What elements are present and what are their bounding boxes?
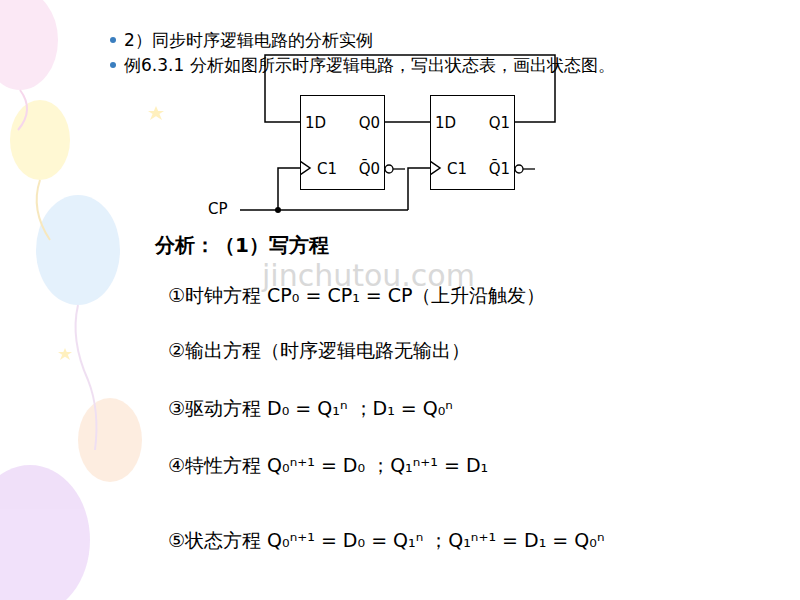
- junction-dot: [275, 207, 281, 213]
- bullet-heading: 2）同步时序逻辑电路的分析实例: [124, 29, 373, 52]
- pin-name: Q0: [359, 114, 380, 132]
- example-statement: 例6.3.1 分析如图所示时序逻辑电路，写出状态表，画出状态图。: [124, 54, 615, 77]
- star: [148, 106, 164, 120]
- output-stub: [393, 168, 405, 169]
- bullet: [110, 37, 116, 43]
- signal-wire: [385, 121, 430, 123]
- analysis-heading: 分析：（1）写方程: [155, 232, 329, 259]
- balloon-decoration: [0, 0, 164, 600]
- pin-name: Q̄0: [359, 160, 380, 178]
- balloon: [36, 195, 120, 305]
- pin-name: Q1: [489, 114, 510, 132]
- inversion-bubble: [385, 165, 393, 173]
- inverted-output: [384, 162, 406, 176]
- d-flip-flop: 1D Q0C1 Q̄0: [300, 95, 385, 190]
- pin-name: 1D: [435, 114, 456, 132]
- bullet: [110, 62, 116, 68]
- balloon: [0, 465, 90, 600]
- wire: [278, 168, 300, 210]
- star: [58, 348, 72, 360]
- wire: [408, 168, 430, 210]
- balloon: [78, 398, 142, 482]
- signal-name: CP: [208, 200, 228, 218]
- balloon: [10, 100, 70, 180]
- pin-name: Q̄1: [489, 160, 510, 178]
- pin-name: 1D: [305, 114, 326, 132]
- inversion-bubble: [515, 165, 523, 173]
- pin-name: C1: [317, 160, 337, 178]
- equation-line: ⑤状态方程 Q₀ⁿ⁺¹ = D₀ = Q₁ⁿ ；Q₁ⁿ⁺¹ = D₁ = Q₀ⁿ: [168, 528, 604, 554]
- clock-triangle: [430, 160, 442, 176]
- equation-line: ③驱动方程 D₀ = Q₁ⁿ ；D₁ = Q₀ⁿ: [168, 396, 453, 422]
- balloon-string: [18, 90, 27, 130]
- equation-line: ④特性方程 Q₀ⁿ⁺¹ = D₀ ；Q₁ⁿ⁺¹ = D₁: [168, 453, 488, 479]
- clock-triangle-stroke: [430, 161, 440, 175]
- clock-triangle: [300, 160, 312, 176]
- d-flip-flop: 1D Q1C1 Q̄1: [430, 95, 515, 190]
- inverted-output: [514, 162, 536, 176]
- equation-line: ①时钟方程 CP₀ = CP₁ = CP（上升沿触发）: [168, 283, 545, 309]
- wire: [240, 209, 408, 211]
- clock-triangle-stroke: [300, 161, 310, 175]
- pin-name: C1: [447, 160, 467, 178]
- balloon-string: [37, 180, 50, 240]
- balloon-string: [76, 305, 97, 450]
- balloon: [0, 0, 58, 90]
- output-stub: [523, 168, 535, 169]
- equation-line: ②输出方程（时序逻辑电路无输出）: [168, 338, 470, 364]
